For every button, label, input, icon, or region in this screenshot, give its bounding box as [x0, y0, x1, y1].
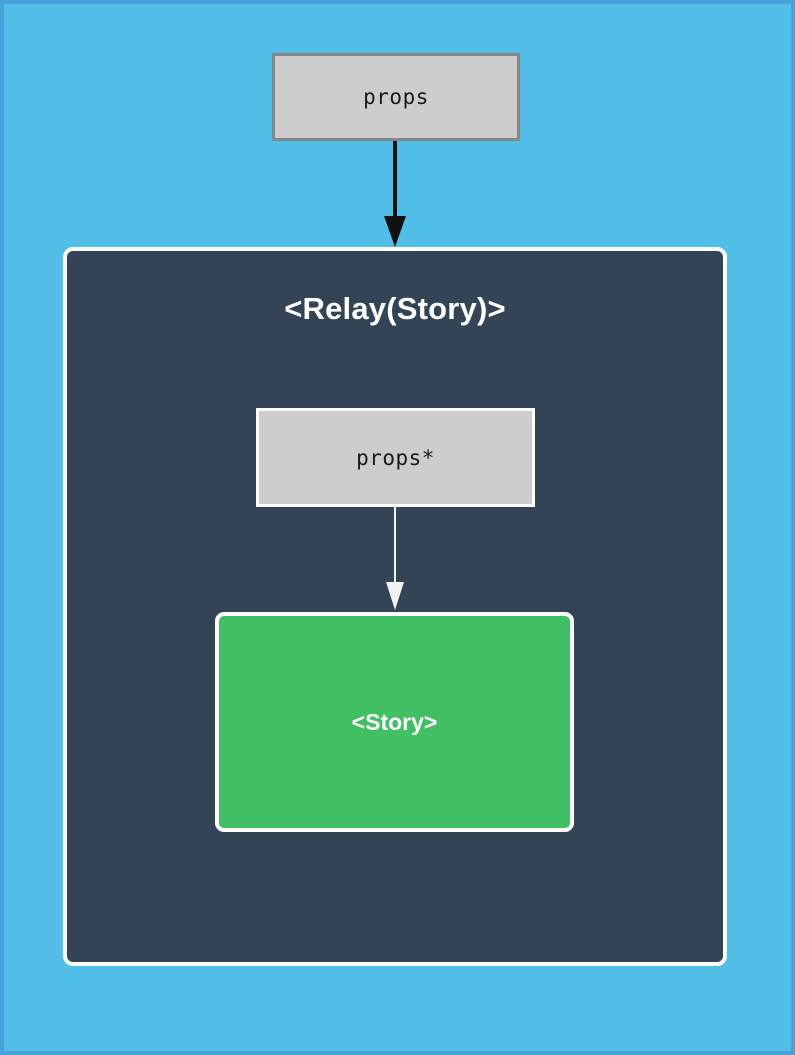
node-props-inner-label: props* [356, 445, 435, 470]
node-story[interactable]: <Story> [215, 612, 574, 832]
node-relay-container[interactable]: <Relay(Story)> [63, 247, 727, 966]
node-props-outer[interactable]: props [272, 53, 520, 141]
node-relay-container-label: <Relay(Story)> [284, 291, 506, 326]
edge-props-to-relay [384, 141, 406, 247]
node-props-outer-label: props [363, 85, 429, 109]
node-props-inner[interactable]: props* [256, 408, 535, 507]
node-story-label: <Story> [351, 708, 438, 735]
edge-props-to-relay-arrowhead [384, 216, 406, 247]
